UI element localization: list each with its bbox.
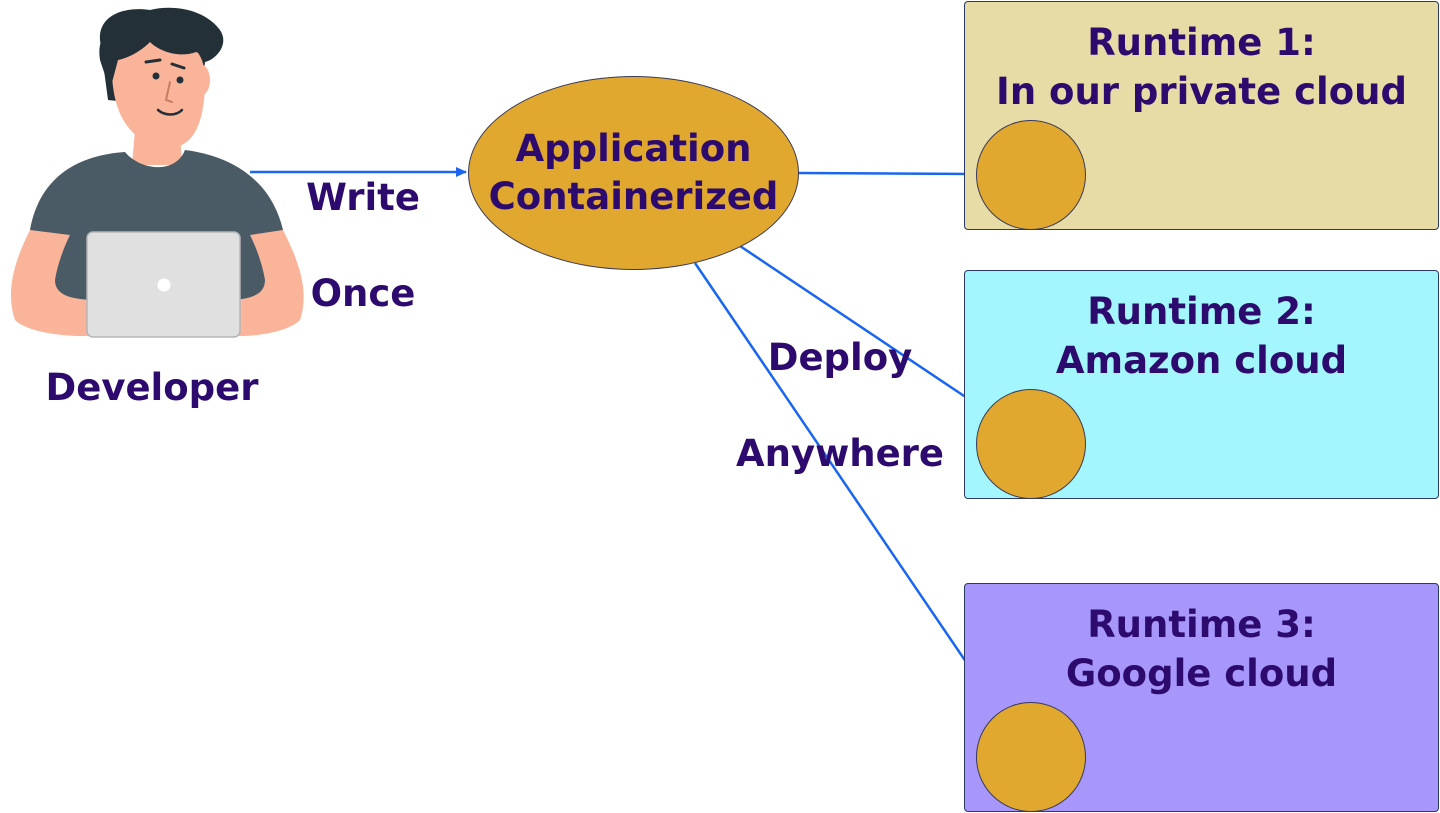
- deploy-label-line1: Deploy: [767, 336, 913, 379]
- runtime-1-title-line1: Runtime 1:: [1087, 21, 1316, 64]
- deploy-arrow-runtime-3: [693, 262, 1000, 710]
- runtime-1-box: Runtime 1: In our private cloud: [964, 1, 1439, 230]
- application-label-line2: Containerized: [488, 175, 779, 218]
- runtime-2-container: [976, 389, 1086, 499]
- runtime-3-box: Runtime 3: Google cloud: [964, 583, 1439, 812]
- application-label-line1: Application: [515, 127, 752, 170]
- write-label-line2: Once: [310, 272, 416, 315]
- runtime-2-title-line1: Runtime 2:: [1087, 290, 1316, 333]
- runtime-3-title-line1: Runtime 3:: [1087, 603, 1316, 646]
- runtime-2-title-line2: Amazon cloud: [1055, 339, 1348, 382]
- deploy-arrow-runtime-1: [798, 168, 975, 179]
- runtime-1-title: Runtime 1: In our private cloud: [965, 18, 1438, 116]
- developer-label: Developer: [45, 366, 259, 409]
- runtime-1-container: [976, 120, 1086, 230]
- write-label-line1: Write: [306, 176, 420, 219]
- write-once-label: Write Once: [283, 126, 443, 366]
- runtime-3-title: Runtime 3: Google cloud: [965, 600, 1438, 698]
- developer-illustration: [10, 7, 304, 338]
- application-container-node: Application Containerized: [468, 76, 799, 270]
- runtime-3-title-line2: Google cloud: [1065, 652, 1338, 695]
- runtime-2-box: Runtime 2: Amazon cloud: [964, 270, 1439, 499]
- runtime-3-container: [976, 702, 1086, 812]
- runtime-1-title-line2: In our private cloud: [996, 70, 1407, 113]
- application-label: Application Containerized: [469, 125, 798, 221]
- deploy-arrow-runtime-2: [739, 244, 986, 412]
- deploy-label-line2: Anywhere: [735, 432, 945, 475]
- runtime-2-title: Runtime 2: Amazon cloud: [965, 287, 1438, 385]
- deploy-anywhere-label: Deploy Anywhere: [730, 286, 950, 526]
